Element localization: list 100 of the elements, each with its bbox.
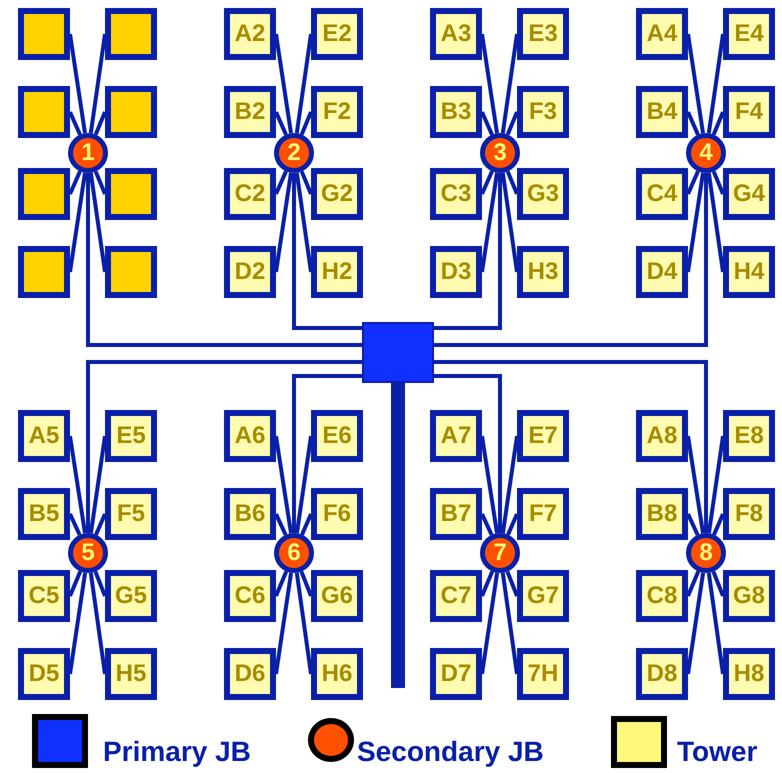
cable-line <box>434 173 708 347</box>
cable-line <box>480 570 494 597</box>
cable-line <box>712 513 725 536</box>
tower-box: D8 <box>636 648 688 700</box>
cable-line <box>500 172 519 272</box>
cable-line <box>434 374 502 533</box>
tower-box: B8 <box>636 488 688 540</box>
cable-line <box>88 34 107 134</box>
tower-box: B7 <box>430 488 482 540</box>
cable-line <box>274 34 293 134</box>
cable-line <box>712 570 725 597</box>
tower-box: C7 <box>430 570 482 622</box>
tower-box: A4 <box>636 8 688 60</box>
tower-box: 7H <box>517 648 569 700</box>
tower-box: G8 <box>723 570 775 622</box>
tower-box <box>105 246 157 298</box>
cable-line <box>300 111 313 136</box>
cable-line <box>706 34 725 134</box>
tower-box: F4 <box>723 86 775 138</box>
cable-line <box>68 34 87 134</box>
tower-box: E6 <box>311 410 363 462</box>
cable-line <box>68 570 82 597</box>
secondary-jb-circle: 8 <box>686 533 726 573</box>
cable-line <box>706 436 725 534</box>
tower-box: A2 <box>224 8 276 60</box>
tower-box: D6 <box>224 648 276 700</box>
cable-line <box>686 111 700 136</box>
cable-line <box>300 513 313 536</box>
cable-line <box>94 570 107 597</box>
tower-box: C8 <box>636 570 688 622</box>
cable-line <box>686 570 700 597</box>
secondary-jb-circle: 4 <box>686 133 726 173</box>
tower-box: D5 <box>18 648 70 700</box>
cable-line <box>480 513 494 536</box>
legend-label: Primary JB <box>103 738 251 766</box>
cable-line <box>480 170 494 195</box>
cable-line <box>88 436 107 534</box>
cable-line <box>68 170 82 195</box>
thick-cable <box>391 383 405 688</box>
cable-line <box>506 570 519 597</box>
cable-line <box>68 111 82 136</box>
tower-box <box>18 246 70 298</box>
cable-line <box>712 170 725 195</box>
cable-line <box>294 436 313 534</box>
tower-box: G7 <box>517 570 569 622</box>
cable-line <box>274 570 288 597</box>
cable-line <box>274 111 288 136</box>
tower-box: A7 <box>430 410 482 462</box>
cable-line <box>88 572 107 674</box>
tower-box <box>18 86 70 138</box>
cable-line <box>300 170 313 195</box>
tower-box: C3 <box>430 168 482 220</box>
secondary-jb-circle: 1 <box>68 133 108 173</box>
tower-box: C2 <box>224 168 276 220</box>
cable-line <box>500 436 519 534</box>
tower-box: H6 <box>311 648 363 700</box>
secondary-jb-circle: 7 <box>480 533 520 573</box>
cable-line <box>94 111 107 136</box>
tower-box: C6 <box>224 570 276 622</box>
tower-box: B6 <box>224 488 276 540</box>
cable-line <box>68 572 88 674</box>
cable-line <box>292 374 362 533</box>
tower-box: H3 <box>517 246 569 298</box>
cable-line <box>68 436 87 534</box>
tower-box: G4 <box>723 168 775 220</box>
cable-line <box>480 172 499 272</box>
cable-line <box>294 34 313 134</box>
tower-box: A3 <box>430 8 482 60</box>
cable-line <box>686 34 705 134</box>
cable-line <box>86 173 362 347</box>
tower-box: G2 <box>311 168 363 220</box>
cable-line <box>506 513 519 536</box>
tower-box: C5 <box>18 570 70 622</box>
legend-label: Tower <box>677 738 758 766</box>
cable-line <box>706 572 725 674</box>
primary-jb-box <box>362 322 434 383</box>
tower-box: F3 <box>517 86 569 138</box>
tower-box: B4 <box>636 86 688 138</box>
cable-line <box>68 513 82 536</box>
cable-line <box>706 172 725 272</box>
tower-box: F5 <box>105 488 157 540</box>
tower-box <box>105 168 157 220</box>
tower-box: E2 <box>311 8 363 60</box>
cable-line <box>500 572 519 674</box>
cable-line <box>292 173 362 330</box>
tower-box: D3 <box>430 246 482 298</box>
tower-box <box>105 8 157 60</box>
cable-line <box>294 572 313 674</box>
cable-line <box>480 572 500 674</box>
cable-line <box>686 572 706 674</box>
cable-line <box>686 513 700 536</box>
cable-line <box>300 570 313 597</box>
cable-line <box>506 111 519 136</box>
cable-line <box>480 34 499 134</box>
tower-box: A8 <box>636 410 688 462</box>
tower-box: H8 <box>723 648 775 700</box>
tower-box <box>18 168 70 220</box>
secondary-jb-circle: 6 <box>274 533 314 573</box>
tower-box: F6 <box>311 488 363 540</box>
cable-line <box>274 572 294 674</box>
